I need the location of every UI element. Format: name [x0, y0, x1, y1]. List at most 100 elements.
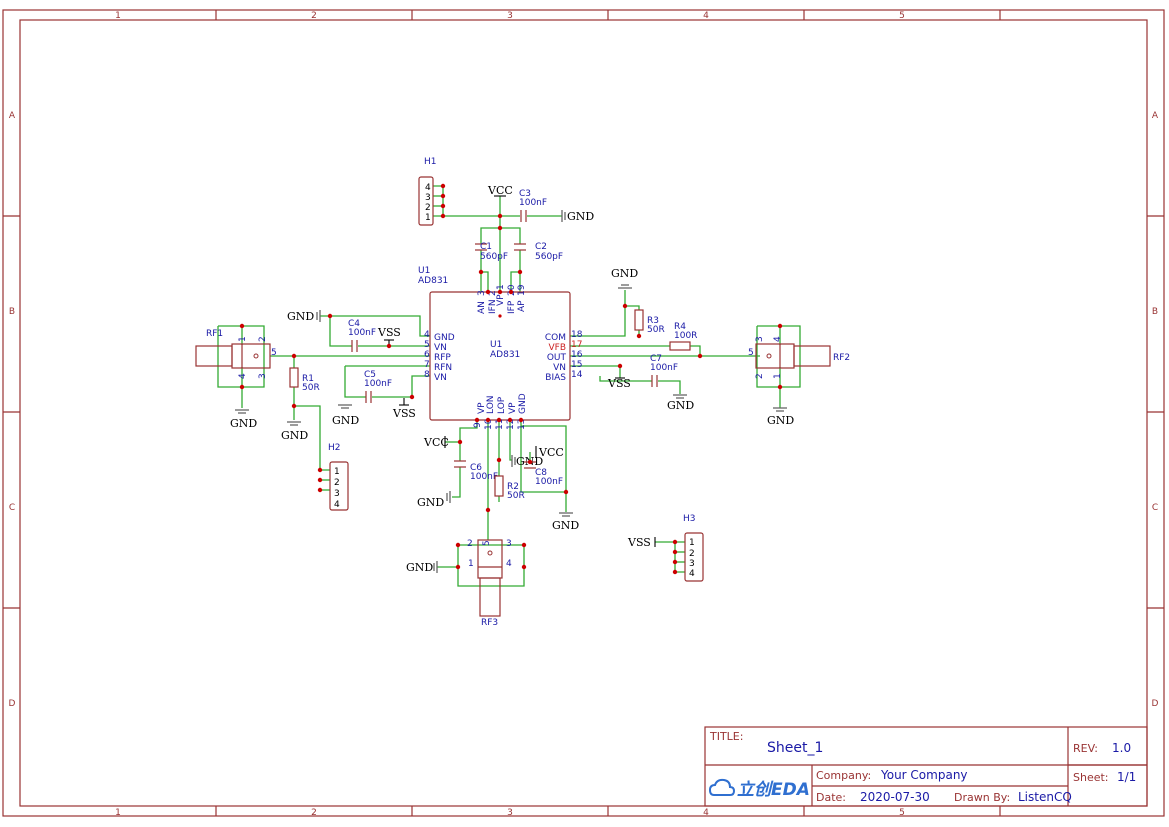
u1-pin-6-num: 6 — [424, 350, 430, 360]
junction-dots — [239, 183, 783, 575]
rf3-ref: RF3 — [481, 618, 498, 628]
u1-pin-16-num: 16 — [571, 350, 583, 360]
u1-pin-8-num: 8 — [424, 370, 430, 380]
r1-resistor[interactable]: R1 50R — [289, 367, 320, 393]
r1-value: 50R — [302, 383, 320, 393]
u1-pin-ap-name: AP — [517, 300, 527, 312]
r2-ref: R2 — [507, 482, 519, 492]
col-label-4-bottom: 4 — [703, 808, 709, 818]
u1-pin-bias-name: BIAS — [545, 373, 566, 383]
gnd-label-c5: GND — [332, 414, 359, 427]
c6-value: 100nF — [470, 472, 498, 482]
r2-resistor[interactable]: R2 50R — [494, 475, 525, 501]
c4-value: 100nF — [348, 328, 376, 338]
vcc-label-top: VCC — [487, 184, 513, 197]
vss-symbol-c5: VSS — [392, 398, 416, 420]
vss-label-right: VSS — [607, 377, 631, 390]
rf3-connector[interactable]: RF3 2 5 3 1 4 — [467, 539, 512, 628]
c8-value: 100nF — [535, 477, 563, 487]
u1-value-inside: AD831 — [490, 350, 520, 360]
rf3-pin-5: 5 — [482, 540, 492, 546]
gnd-symbol-rf3: GND — [406, 561, 438, 574]
u1-pin-com-name: COM — [545, 333, 566, 343]
c6-capacitor[interactable]: C6 100nF — [454, 460, 498, 482]
gnd-symbol-c7: GND — [667, 394, 694, 412]
date-value: 2020-07-30 — [860, 790, 930, 804]
u1-pin-4-num: 4 — [424, 330, 430, 340]
rf2-connector[interactable]: RF2 3 4 2 1 5 — [748, 336, 850, 379]
r4-value: 100R — [674, 331, 697, 341]
rf1-pin-2: 2 — [258, 336, 268, 342]
date-label: Date: — [816, 791, 846, 804]
r4-resistor[interactable]: R4 100R — [669, 322, 697, 351]
vcc-symbol-c8: VCC — [535, 446, 564, 459]
c8-ref: C8 — [535, 468, 547, 478]
u1-pin-vn-name: VN — [434, 343, 447, 353]
h2-pin-2: 2 — [334, 478, 340, 488]
c3-ref: C3 — [519, 189, 531, 199]
gnd-symbol-rf2: GND — [767, 407, 794, 427]
col-label-5-bottom: 5 — [899, 808, 905, 818]
u1-pin-17-num: 17 — [571, 340, 582, 350]
h3-header[interactable]: H3 1 2 3 4 — [683, 514, 704, 582]
rf1-pin-5: 5 — [271, 348, 277, 358]
u1-pin-vfb-name: VFB — [548, 343, 566, 353]
h3-pin-2: 2 — [689, 549, 695, 559]
rf2-pin-5: 5 — [748, 348, 754, 358]
h3-pin-1: 1 — [689, 538, 695, 548]
r1-ref: R1 — [302, 374, 314, 384]
row-label-b: B — [9, 307, 15, 317]
c1-capacitor[interactable]: C1 560pF — [475, 242, 508, 262]
gnd-symbol-c3: GND — [561, 210, 594, 223]
gnd-symbol-c5: GND — [332, 404, 359, 427]
u1-pin-18-num: 18 — [571, 330, 583, 340]
u1-pin-rfn-name: RFN — [434, 363, 452, 373]
wires — [217, 185, 801, 587]
gnd-symbol-r1: GND — [281, 421, 308, 442]
c3-capacitor[interactable]: C3 100nF — [519, 189, 547, 222]
row-label-a-right: A — [1152, 111, 1159, 121]
c5-capacitor[interactable]: C5 100nF — [364, 370, 392, 403]
u1-pin-3-num: 3 — [477, 290, 487, 296]
c7-capacitor[interactable]: C7 100nF — [650, 354, 678, 387]
u1-pin-14-num: 14 — [571, 370, 583, 380]
u1-ref-inside: U1 — [490, 340, 502, 350]
vss-symbol-right: VSS — [607, 377, 631, 390]
rf2-pin-2: 2 — [755, 373, 765, 379]
gnd-label-r3: GND — [611, 267, 638, 280]
gnd-label-c3: GND — [567, 210, 594, 223]
eda-logo: 立创EDA — [737, 780, 810, 800]
r3-resistor[interactable]: R3 50R — [634, 309, 665, 335]
c7-value: 100nF — [650, 363, 678, 373]
c2-capacitor[interactable]: C2 560pF — [514, 242, 563, 262]
c4-capacitor[interactable]: C4 100nF — [348, 319, 376, 352]
h2-header[interactable]: H2 1 2 3 4 — [328, 443, 349, 511]
gnd-symbol-c4: GND — [287, 310, 321, 323]
company-label: Company: — [816, 769, 871, 782]
c1-ref: C1 — [480, 242, 492, 252]
vss-label-c5: VSS — [392, 407, 416, 420]
gnd-label-r1: GND — [281, 429, 308, 442]
rf2-pin-3: 3 — [755, 336, 765, 342]
sheet-frame: 1 2 3 4 5 1 2 3 4 5 A B C D A B C D — [2, 9, 1165, 818]
company-value: Your Company — [880, 768, 968, 782]
h3-ref: H3 — [683, 514, 696, 524]
title-block: TITLE: Sheet_1 REV: 1.0 Company: Your Co… — [704, 726, 1148, 807]
u1-pin-19-num: 19 — [517, 284, 527, 296]
rf1-connector[interactable]: RF1 1 2 4 3 5 — [195, 329, 277, 379]
h1-header[interactable]: H1 4 3 2 1 — [418, 157, 437, 226]
r3-value: 50R — [647, 325, 665, 335]
u1-ad831[interactable]: U1 AD831 U1 AD831 GND VN RFP RFN VN 4 5 … — [418, 266, 583, 430]
h1-ref: H1 — [424, 157, 437, 167]
vcc-symbol-c6: VCC — [423, 436, 449, 449]
u1-pin-5-num: 5 — [424, 340, 430, 350]
h2-pin-3: 3 — [334, 489, 340, 499]
c5-ref: C5 — [364, 370, 376, 380]
row-label-c: C — [9, 503, 15, 513]
u1-pin-12-num: 12 — [506, 419, 516, 430]
u1-pin-rfp-name: RFP — [434, 353, 451, 363]
u1-pin-9-num: 9 — [473, 422, 483, 428]
sheet-value: 1/1 — [1117, 770, 1136, 784]
col-label-1: 1 — [115, 11, 121, 21]
c2-value: 560pF — [535, 252, 563, 262]
